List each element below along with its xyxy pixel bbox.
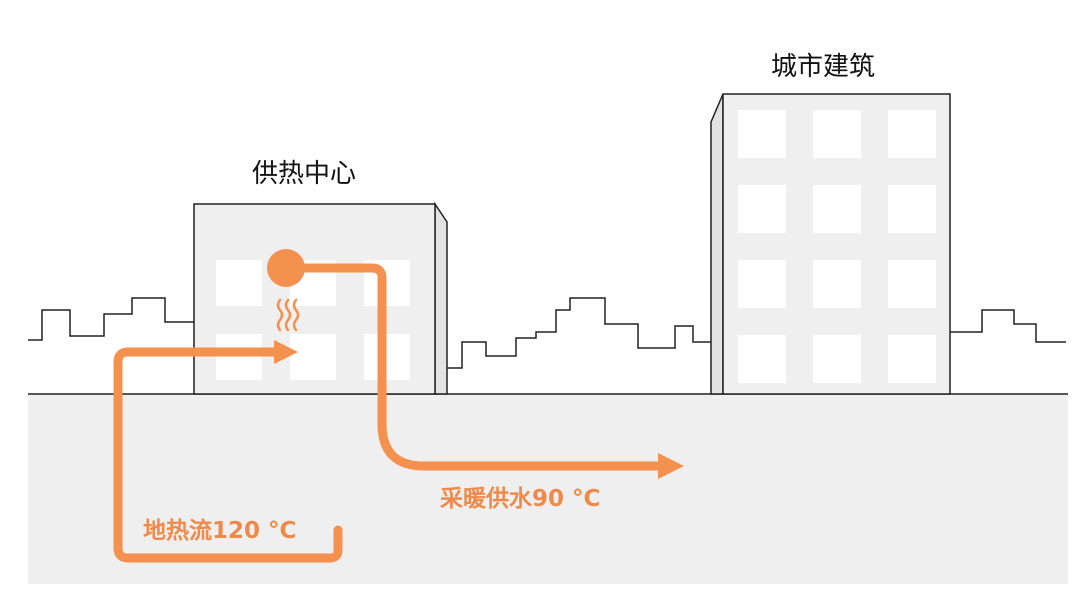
heat-waves-icon bbox=[276, 298, 300, 332]
window bbox=[813, 335, 861, 383]
city-building-label: 城市建筑 bbox=[771, 52, 875, 82]
window bbox=[216, 260, 262, 306]
window bbox=[364, 334, 410, 380]
heating-center-building bbox=[193, 201, 448, 395]
window bbox=[888, 335, 936, 383]
geothermal-flow-label: 地热流120 °C bbox=[143, 517, 296, 544]
heating-supply-arrowhead bbox=[658, 453, 684, 479]
window bbox=[813, 185, 861, 233]
ground-area bbox=[28, 394, 1068, 584]
window bbox=[738, 335, 786, 383]
window bbox=[738, 260, 786, 308]
heating-supply-label: 采暖供水90 °C bbox=[440, 485, 600, 512]
heat-source-dot-icon bbox=[267, 249, 305, 287]
heating-supply-path bbox=[299, 263, 665, 471]
skyline-middle bbox=[447, 297, 711, 369]
city-building bbox=[710, 93, 951, 395]
window bbox=[888, 185, 936, 233]
window bbox=[738, 185, 786, 233]
skyline-right bbox=[950, 309, 1066, 343]
heating-center-label: 供热中心 bbox=[252, 159, 356, 189]
window bbox=[738, 110, 786, 158]
geothermal-flow-path bbox=[113, 347, 343, 563]
geothermal-flow-arrowhead bbox=[274, 340, 298, 364]
window bbox=[888, 110, 936, 158]
window bbox=[813, 260, 861, 308]
window bbox=[888, 260, 936, 308]
window bbox=[216, 334, 262, 380]
skyline-left bbox=[28, 297, 194, 341]
window bbox=[813, 110, 861, 158]
window bbox=[290, 334, 336, 380]
